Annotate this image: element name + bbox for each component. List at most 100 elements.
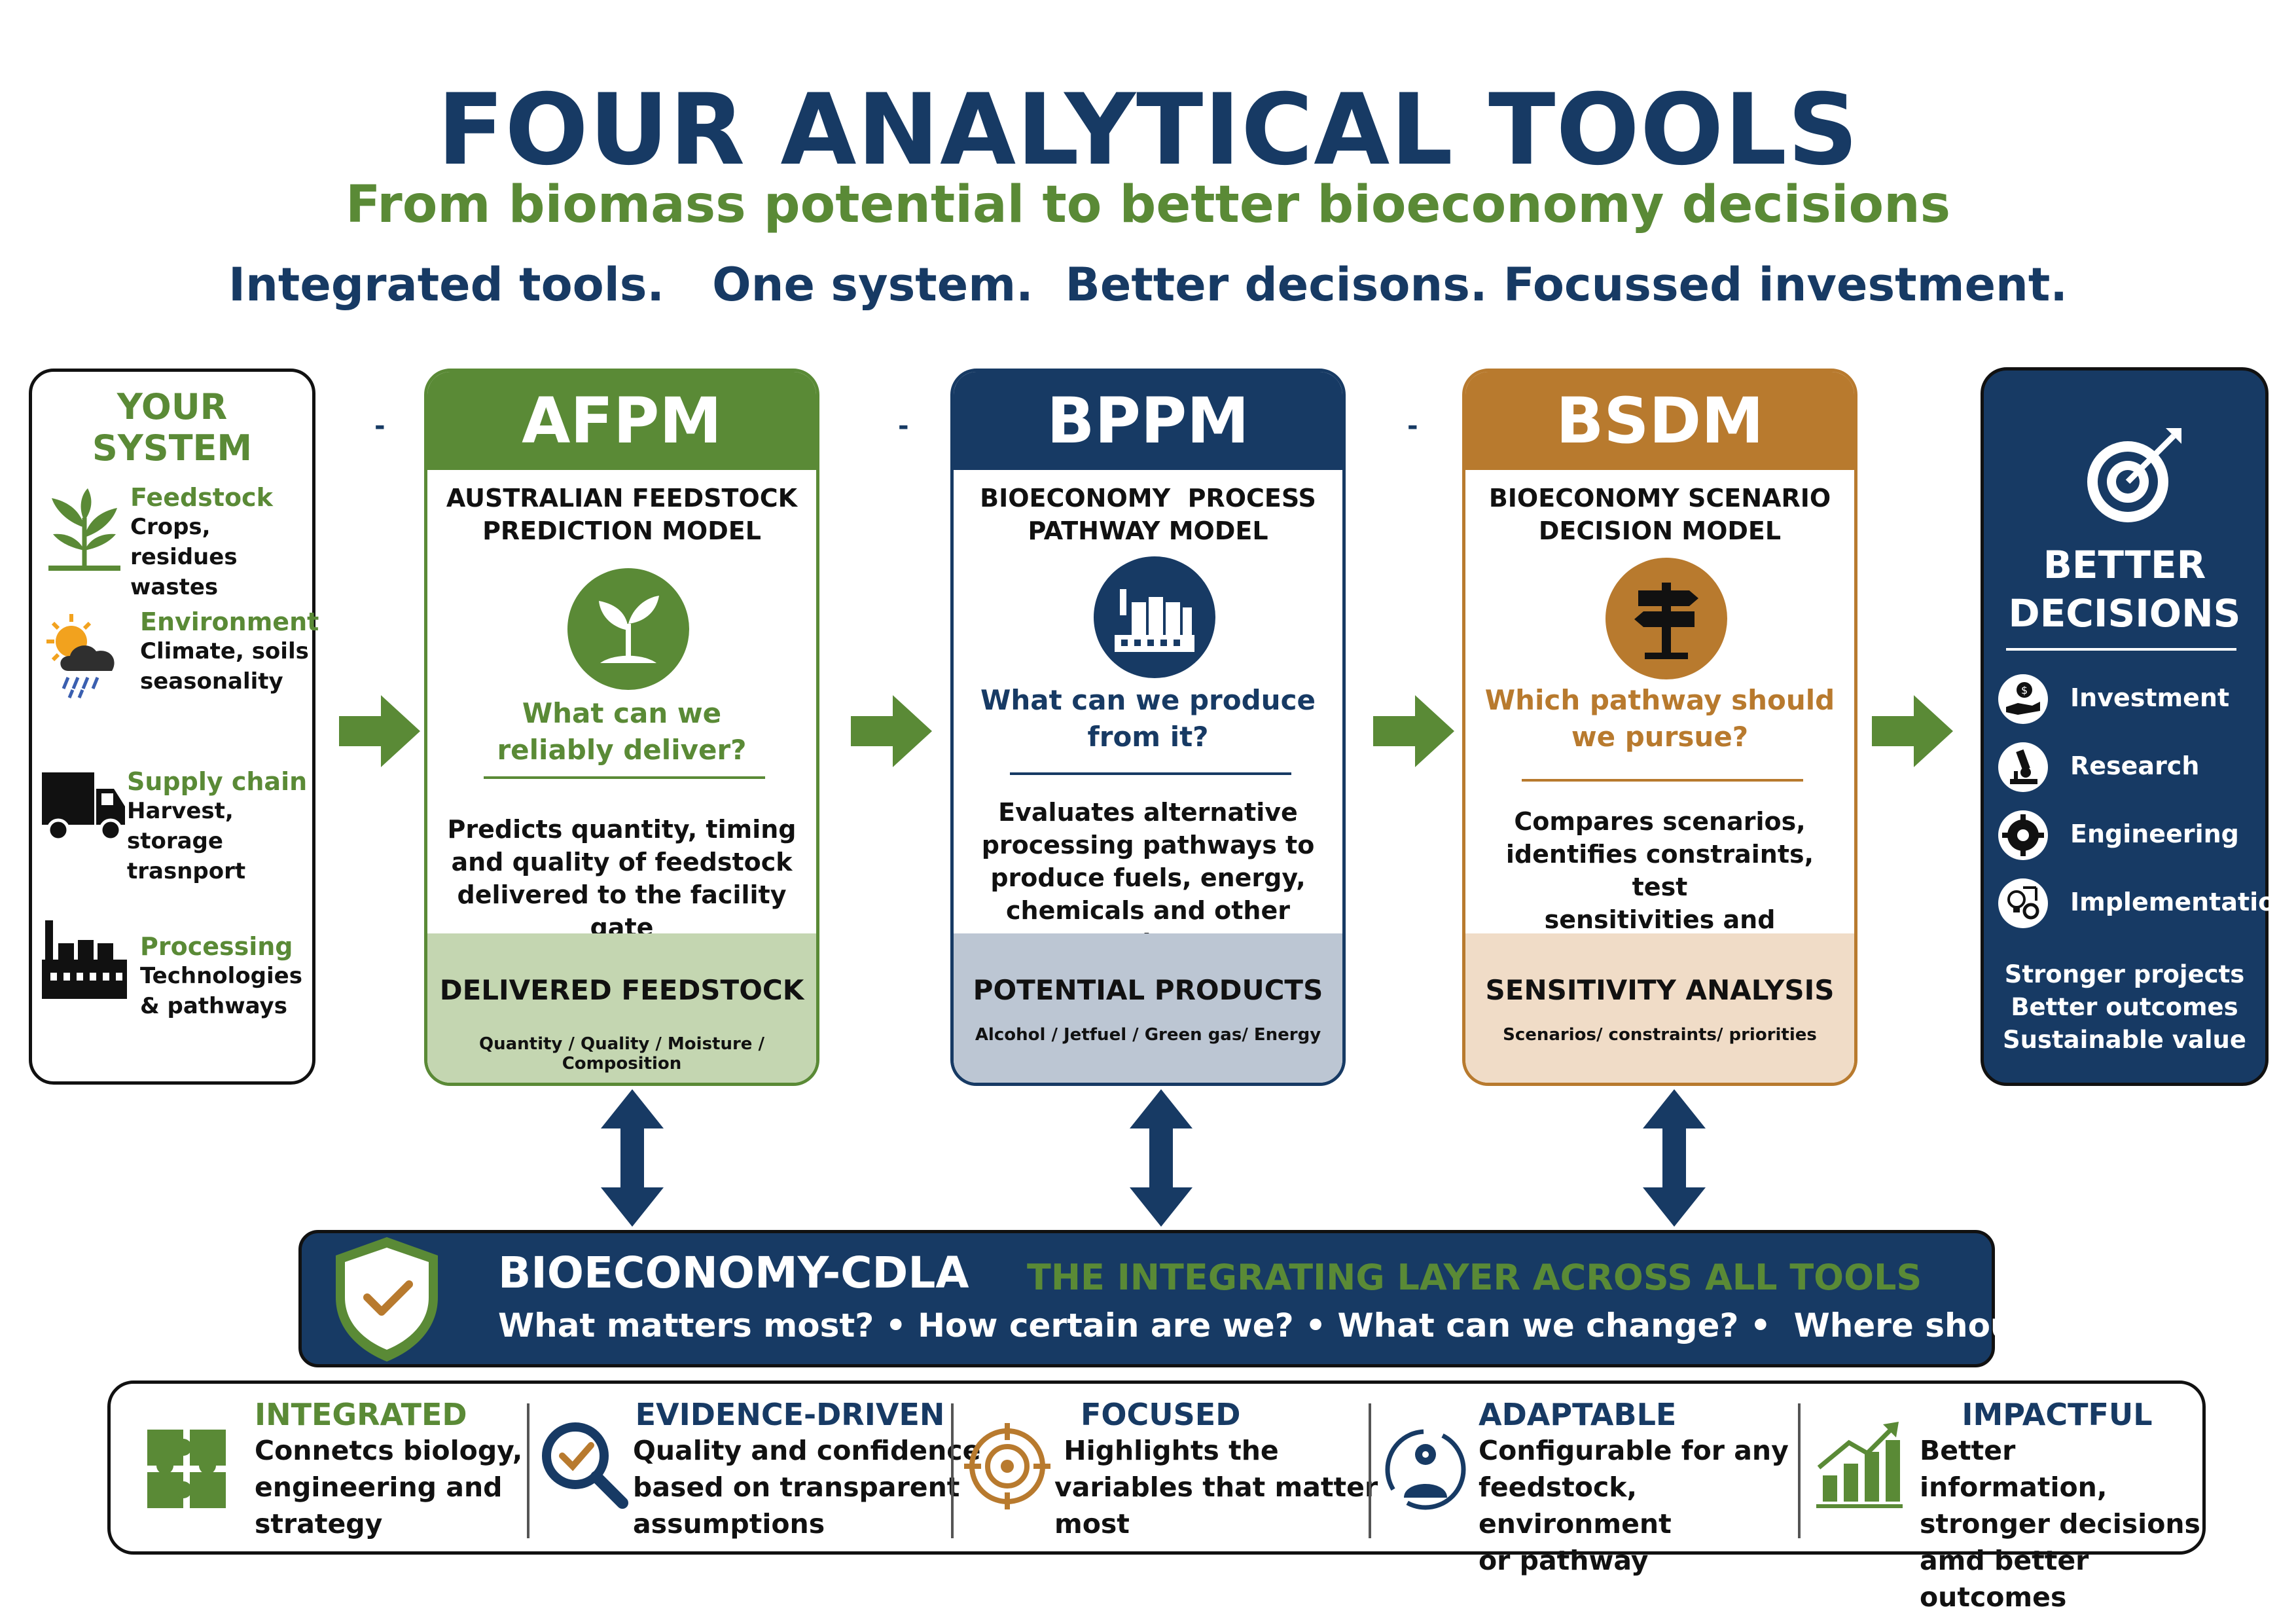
tool-description-line: and quality of feedstock <box>451 848 793 876</box>
feature-head: FOCUSED <box>1081 1397 1241 1432</box>
tool-code: AFPM <box>427 372 816 470</box>
feature-evidence-driven: EVIDENCE-DRIVEN Quality and confidence b… <box>633 1397 1065 1545</box>
tool-description-line: Predicts quantity, timing <box>447 815 797 844</box>
tool-question: What can we reliably deliver? <box>440 695 803 768</box>
feature-text: Better information, <box>1920 1435 2108 1503</box>
feature-text: Quality and confidence <box>633 1435 981 1466</box>
feature-text: amd better outcomes <box>1920 1545 2089 1613</box>
cdla-name: BIOECONOMY-CDLA <box>498 1248 969 1298</box>
tool-description-line: identifies constraints, test <box>1505 840 1814 901</box>
tool-question: Which pathway should we pursue? <box>1479 682 1841 755</box>
feature-text: feedstock, environment <box>1479 1471 1672 1540</box>
system-item-head: Supply chain <box>127 767 308 796</box>
feature-text: based on transparent <box>633 1471 960 1503</box>
better-decisions-title-line: BETTER <box>2043 543 2206 587</box>
microscope-icon <box>1998 742 2048 792</box>
flow-arrow-icon <box>851 695 932 767</box>
decision-item-engineering: Engineering <box>1998 810 2260 863</box>
shield-check-icon <box>321 1232 452 1367</box>
decision-item-label: Investment <box>2070 683 2230 712</box>
signpost-icon <box>1605 558 1727 679</box>
growth-chart-icon <box>1810 1416 1908 1515</box>
weather-icon <box>39 609 130 700</box>
tool-description-line: produce fuels, energy, <box>990 863 1306 892</box>
feature-head: ADAPTABLE <box>1479 1397 1677 1432</box>
feature-text: stronger decisions <box>1920 1508 2200 1540</box>
system-item-text: Harvest, storage <box>127 798 234 854</box>
tool-question-line: reliably deliver? <box>497 734 747 766</box>
tool-question-line: What can we <box>522 697 722 729</box>
tool-name-line: AUSTRALIAN FEEDSTOCK <box>446 484 798 513</box>
tool-code: BSDM <box>1465 372 1854 470</box>
feature-text: or pathway <box>1479 1545 1649 1576</box>
tool-description-line: processing pathways to <box>981 831 1315 859</box>
tool-name: BIOECONOMY SCENARIO DECISION MODEL <box>1465 482 1854 547</box>
tool-output-title: DELIVERED FEEDSTOCK <box>439 974 804 1006</box>
double-arrow-icon <box>1643 1089 1706 1227</box>
decision-item-label: Research <box>2070 751 2200 780</box>
divider <box>527 1403 529 1538</box>
tagline: Integrated tools. One system. Better dec… <box>228 258 2068 312</box>
system-item-head: Feedstock <box>130 483 273 512</box>
feature-text: strategy <box>255 1508 383 1540</box>
your-system-title: YOUR SYSTEM <box>92 386 253 469</box>
tool-output-title: POTENTIAL PRODUCTS <box>973 974 1323 1006</box>
tool-description-line: Evaluates alternative <box>998 798 1298 827</box>
system-item-text: Technologies <box>140 963 302 989</box>
tool-question-line: Which pathway should <box>1484 684 1835 716</box>
system-item-text: & pathways <box>140 993 287 1019</box>
tool-output-detail: Quantity / Quality / Moisture / Composit… <box>478 1034 764 1074</box>
gear-icon <box>1998 810 2048 860</box>
cdla-layer: THE INTEGRATING LAYER ACROSS ALL TOOLS <box>1027 1257 1922 1298</box>
seedling-icon <box>567 568 689 690</box>
system-item-environment: Environment Climate, soils seasonality <box>140 607 319 696</box>
system-item-text: wastes <box>130 574 219 600</box>
tool-card-bsdm: BSDM BIOECONOMY SCENARIO DECISION MODEL … <box>1462 369 1857 1086</box>
tool-output-title: SENSITIVITY ANALYSIS <box>1485 974 1835 1006</box>
feature-text: variables that matter <box>1054 1471 1378 1503</box>
tool-card-afpm: AFPM AUSTRALIAN FEEDSTOCK PREDICTION MOD… <box>424 369 819 1086</box>
features-panel: INTEGRATED Connetcs biology, engineering… <box>107 1380 2208 1613</box>
cdla-band: BIOECONOMY-CDLA THE INTEGRATING LAYER AC… <box>298 1230 2200 1367</box>
separator-dash: - <box>1407 411 1418 441</box>
divider <box>1369 1403 1371 1538</box>
svg-text:$: $ <box>2021 684 2028 696</box>
flow-arrow-icon <box>1373 695 1454 767</box>
decision-item-label: Implementation <box>2070 888 2293 916</box>
feature-head: IMPACTFUL <box>1962 1397 2153 1432</box>
tool-name-line: BIOECONOMY PROCESS <box>980 484 1316 513</box>
target-icon <box>961 1420 1053 1512</box>
separator-dash: - <box>374 411 386 441</box>
decision-item-investment: $ Investment <box>1998 674 2260 727</box>
feature-adaptable: ADAPTABLE Configurable for any feedstock… <box>1479 1397 1806 1576</box>
feature-text: engineering and <box>255 1471 503 1503</box>
feature-text: Highlights the <box>1054 1435 1279 1466</box>
puzzle-icon <box>141 1423 232 1515</box>
double-arrow-icon <box>601 1089 664 1227</box>
system-item-text: Climate, soils <box>140 638 309 664</box>
divider <box>1522 779 1803 782</box>
feature-head: INTEGRATED <box>255 1397 467 1432</box>
factory-icon <box>39 914 130 1005</box>
decision-item-label: Engineering <box>2070 820 2239 848</box>
double-arrow-icon <box>1130 1089 1193 1227</box>
summary-line: Sustainable value <box>2002 1026 2246 1054</box>
tool-card-bppm: BPPM BIOECONOMY PROCESS PATHWAY MODEL Wh… <box>950 369 1346 1086</box>
system-item-supply-chain: Supply chain Harvest, storage trasnport <box>127 767 317 886</box>
separator-dash: - <box>898 411 909 441</box>
better-decisions-title: BETTER DECISIONS <box>1984 541 2265 638</box>
cdla-questions: What matters most? • How certain are we?… <box>498 1307 2200 1344</box>
tool-question-line: from it? <box>1087 721 1209 753</box>
feature-impactful: IMPACTFUL Better information, stronger d… <box>1920 1397 2208 1613</box>
tool-name: BIOECONOMY PROCESS PATHWAY MODEL <box>954 482 1342 547</box>
system-item-processing: Processing Technologies & pathways <box>140 932 317 1021</box>
tool-name-line: DECISION MODEL <box>1538 516 1782 545</box>
tool-output-detail: Scenarios/ constraints/ priorities <box>1503 1025 1817 1045</box>
person-gear-icon <box>1376 1420 1475 1519</box>
tool-name: AUSTRALIAN FEEDSTOCK PREDICTION MODEL <box>427 482 816 547</box>
tool-question-line: What can we produce <box>980 684 1316 716</box>
better-decisions-summary: Stronger projects Better outcomes Sustai… <box>1984 958 2265 1056</box>
tool-output: POTENTIAL PRODUCTS Alcohol / Jetfuel / G… <box>954 933 1342 1083</box>
your-system-panel: YOUR SYSTEM Feedstock Crops, residues wa… <box>29 369 319 1085</box>
